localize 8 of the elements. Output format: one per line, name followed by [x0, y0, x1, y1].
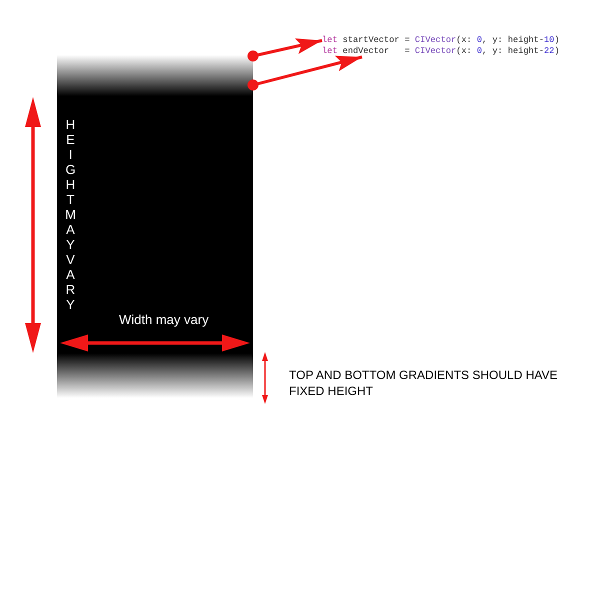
- dimension-label: HEIGHT MAY VARY: [65, 117, 76, 312]
- gradient-panel: [57, 55, 253, 398]
- code-line: let endVector = CIVector(x: 0, y: height-22): [322, 46, 572, 57]
- note-text: TOP AND BOTTOM GRADIENTS SHOULD HAVE FIXED HEIGHT: [289, 367, 558, 399]
- leader-line: [248, 38, 322, 62]
- leader-line: [248, 56, 362, 90]
- code-line: let startVector = CIVector(x: 0, y: height-10): [322, 35, 572, 46]
- dimension-label: Width may vary: [119, 312, 209, 328]
